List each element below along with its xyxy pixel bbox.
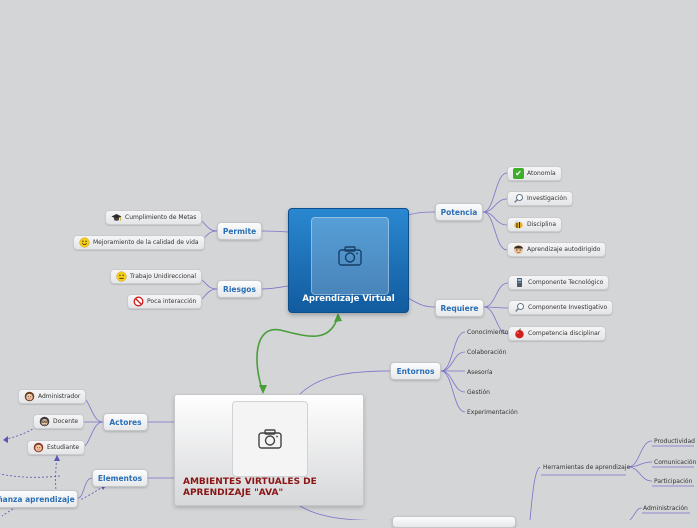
item-label: Disciplina — [527, 221, 557, 228]
central-title: AMBIENTES VIRTUALES DE APRENDIZAJE "AVA" — [183, 477, 317, 498]
riesgos-item-trabajo-unidireccional[interactable]: Trabajo Unidireccional — [110, 269, 203, 284]
permite-item-mejoramiento-calidad-vida[interactable]: Mejoramiento de la calidad de vida — [73, 235, 205, 250]
item-label: Competencia disciplinar — [528, 330, 601, 337]
branch-potencia[interactable]: Potencia — [435, 203, 483, 221]
entornos-item-gestion[interactable]: Gestión — [467, 388, 490, 396]
branch-elementos[interactable]: Elementos — [92, 469, 148, 487]
woman-icon — [24, 391, 35, 402]
camera-icon — [258, 429, 282, 449]
partial-item-administracion[interactable]: Administración — [643, 504, 688, 512]
branch-permite[interactable]: Permite — [217, 222, 262, 240]
branch-actores[interactable]: Actores — [103, 413, 148, 431]
actores-item-administrador[interactable]: Administrador — [18, 389, 87, 404]
item-label: Trabajo Unidireccional — [130, 273, 197, 280]
herramientas-item-comunicacion[interactable]: Comunicación — [654, 458, 697, 466]
requiere-item-componente-tecnologico[interactable]: Componente Tecnológico — [508, 275, 610, 290]
smiley-icon — [79, 237, 90, 248]
riesgos-item-poca-interaccion[interactable]: Poca interacción — [127, 294, 203, 309]
image-placeholder[interactable] — [232, 401, 308, 477]
prohibited-icon — [133, 296, 144, 307]
check-icon: ✔ — [513, 168, 524, 179]
actores-item-docente[interactable]: Docente — [33, 414, 85, 429]
branch-requiere[interactable]: Requiere — [435, 299, 484, 317]
herramientas-item-participacion[interactable]: Participación — [654, 477, 693, 485]
entornos-item-colaboracion[interactable]: Colaboración — [467, 348, 507, 356]
camera-icon — [338, 246, 362, 266]
item-label: Docente — [53, 418, 79, 425]
herramientas-aprendizaje[interactable]: Herramientas de aprendizaje — [543, 463, 631, 471]
item-label: Poca interacción — [147, 298, 197, 305]
item-label: Estudiante — [47, 444, 80, 451]
item-label: Componente Investigativo — [528, 304, 608, 311]
apple-icon — [515, 328, 524, 339]
branch-entornos[interactable]: Entornos — [390, 362, 441, 380]
item-label: Administrador — [38, 393, 81, 400]
branch-ensenanza-aprendizaje-partial[interactable]: ñanza aprendizaje — [0, 490, 78, 508]
person-icon — [513, 244, 524, 255]
entornos-item-asesoria[interactable]: Asesoría — [467, 368, 493, 376]
requiere-item-componente-investigativo[interactable]: Componente Investigativo — [508, 300, 614, 315]
image-placeholder[interactable] — [311, 217, 389, 295]
permite-item-cumplimiento-metas[interactable]: Cumplimiento de Metas — [105, 210, 203, 225]
entornos-item-conocimiento[interactable]: Conocimiento — [467, 328, 509, 336]
item-label: Cumplimiento de Metas — [125, 214, 197, 221]
potencia-item-investigacion[interactable]: Investigación — [507, 191, 573, 206]
magnifier-icon — [514, 302, 525, 313]
teacher-icon — [39, 416, 50, 427]
graduation-cap-icon — [111, 214, 122, 221]
item-label: Componente Tecnológico — [528, 279, 604, 286]
potencia-item-disciplina[interactable]: Disciplina — [507, 217, 563, 232]
item-label: Atonomía — [527, 170, 556, 177]
entornos-item-experimentacion[interactable]: Experimentación — [467, 408, 518, 416]
herramientas-item-productividad[interactable]: Productividad — [654, 437, 695, 445]
bee-icon — [514, 220, 523, 229]
neutral-face-icon — [116, 271, 127, 282]
requiere-item-competencia-disciplinar[interactable]: Competencia disciplinar — [508, 326, 607, 341]
potencia-item-aprendizaje-autodirigido[interactable]: Aprendizaje autodirigido — [507, 242, 607, 257]
magnifier-icon — [513, 193, 524, 204]
central-node-ambientes-virtuales[interactable]: AMBIENTES VIRTUALES DE APRENDIZAJE "AVA" — [174, 394, 364, 506]
computer-icon — [517, 278, 522, 287]
actores-item-estudiante[interactable]: Estudiante — [27, 440, 86, 455]
branch-riesgos[interactable]: Riesgos — [217, 280, 262, 298]
item-label: Investigación — [527, 195, 567, 202]
item-label: Aprendizaje autodirigido — [527, 246, 601, 253]
potencia-item-autonomia[interactable]: ✔ Atonomía — [507, 166, 562, 181]
item-label: Mejoramiento de la calidad de vida — [93, 239, 199, 246]
partial-bottom-node[interactable] — [392, 516, 516, 528]
central-node-aprendizaje-virtual[interactable]: Aprendizaje Virtual — [288, 208, 409, 313]
student-icon — [33, 442, 44, 453]
central-title: Aprendizaje Virtual — [302, 294, 395, 304]
